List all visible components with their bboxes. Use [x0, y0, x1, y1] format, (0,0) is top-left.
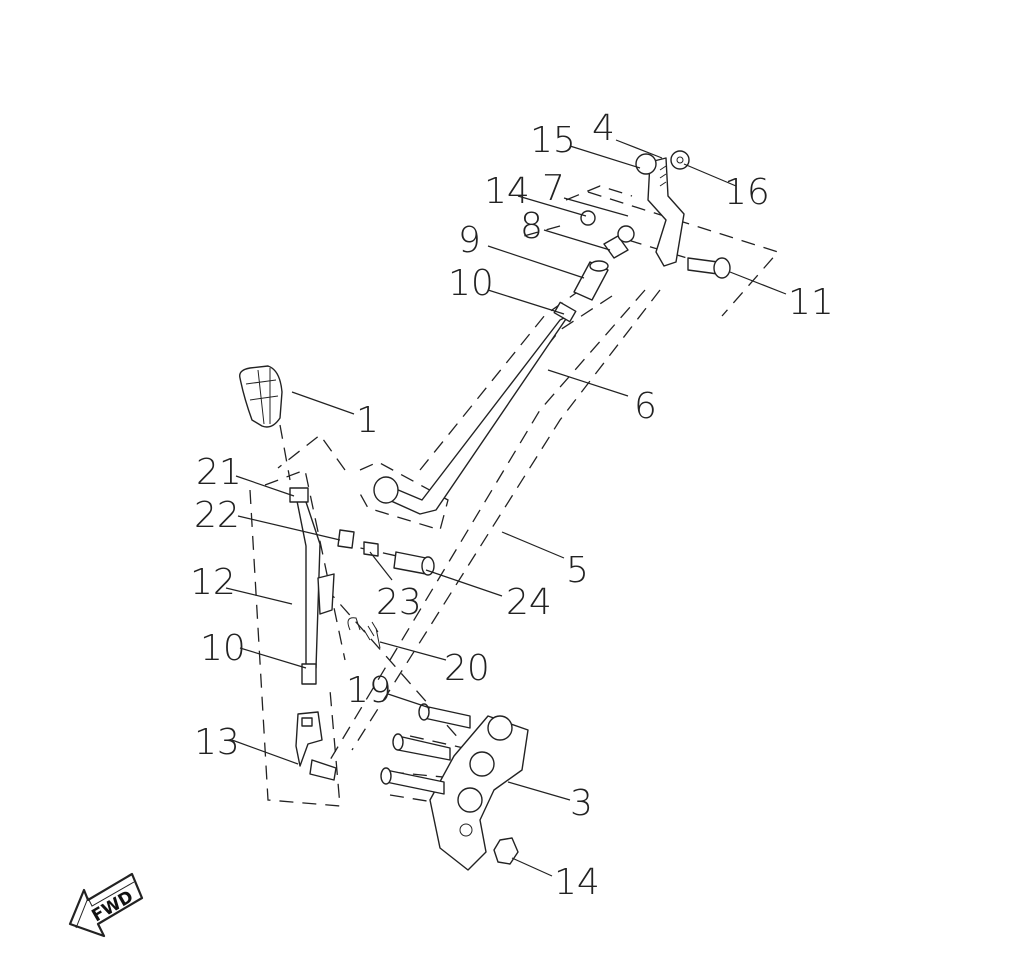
part-shift-rod [373, 301, 577, 515]
callout-10-lower: 10 [200, 628, 246, 669]
callout-12: 12 [190, 562, 236, 603]
callout-23: 23 [376, 582, 422, 623]
part-spacer-tube [573, 260, 609, 301]
callout-20: 20 [444, 648, 490, 689]
part-pivot-bolt [337, 529, 435, 576]
part-shift-arm [635, 150, 690, 267]
callout-8: 8 [520, 206, 543, 247]
callout-4: 4 [592, 108, 615, 149]
part-ball-joint [580, 210, 635, 259]
callout-21: 21 [196, 452, 242, 493]
callout-11: 11 [788, 282, 834, 323]
callout-7: 7 [542, 168, 565, 209]
callout-14-upper: 14 [484, 171, 530, 212]
callout-labels: 1 3 4 5 6 7 8 9 10 10 11 12 13 14 14 15 … [190, 108, 834, 903]
part-spring [347, 617, 381, 649]
leader-lines [225, 139, 787, 877]
callout-22: 22 [194, 495, 240, 536]
fwd-arrow-icon: FWD [68, 872, 144, 938]
part-knob [239, 365, 283, 428]
part-bolts-19 [380, 703, 471, 795]
callout-13: 13 [194, 722, 240, 763]
callout-14-lower: 14 [554, 862, 600, 903]
callout-10-upper: 10 [448, 263, 494, 304]
callout-1: 1 [356, 400, 379, 441]
part-shift-lever [289, 487, 335, 685]
callout-6: 6 [634, 386, 657, 427]
callout-16: 16 [724, 172, 770, 213]
callout-9: 9 [458, 220, 481, 261]
assembly-guide-lines [249, 185, 780, 809]
callout-24: 24 [506, 582, 552, 623]
part-bolt-11 [687, 257, 731, 279]
part-clevis-13 [295, 711, 337, 781]
callout-5: 5 [566, 550, 589, 591]
callout-3: 3 [570, 783, 593, 824]
part-nut-14-lower [493, 837, 519, 865]
callout-15: 15 [530, 120, 576, 161]
callout-19: 19 [346, 670, 392, 711]
part-mounting-bracket [429, 715, 529, 871]
